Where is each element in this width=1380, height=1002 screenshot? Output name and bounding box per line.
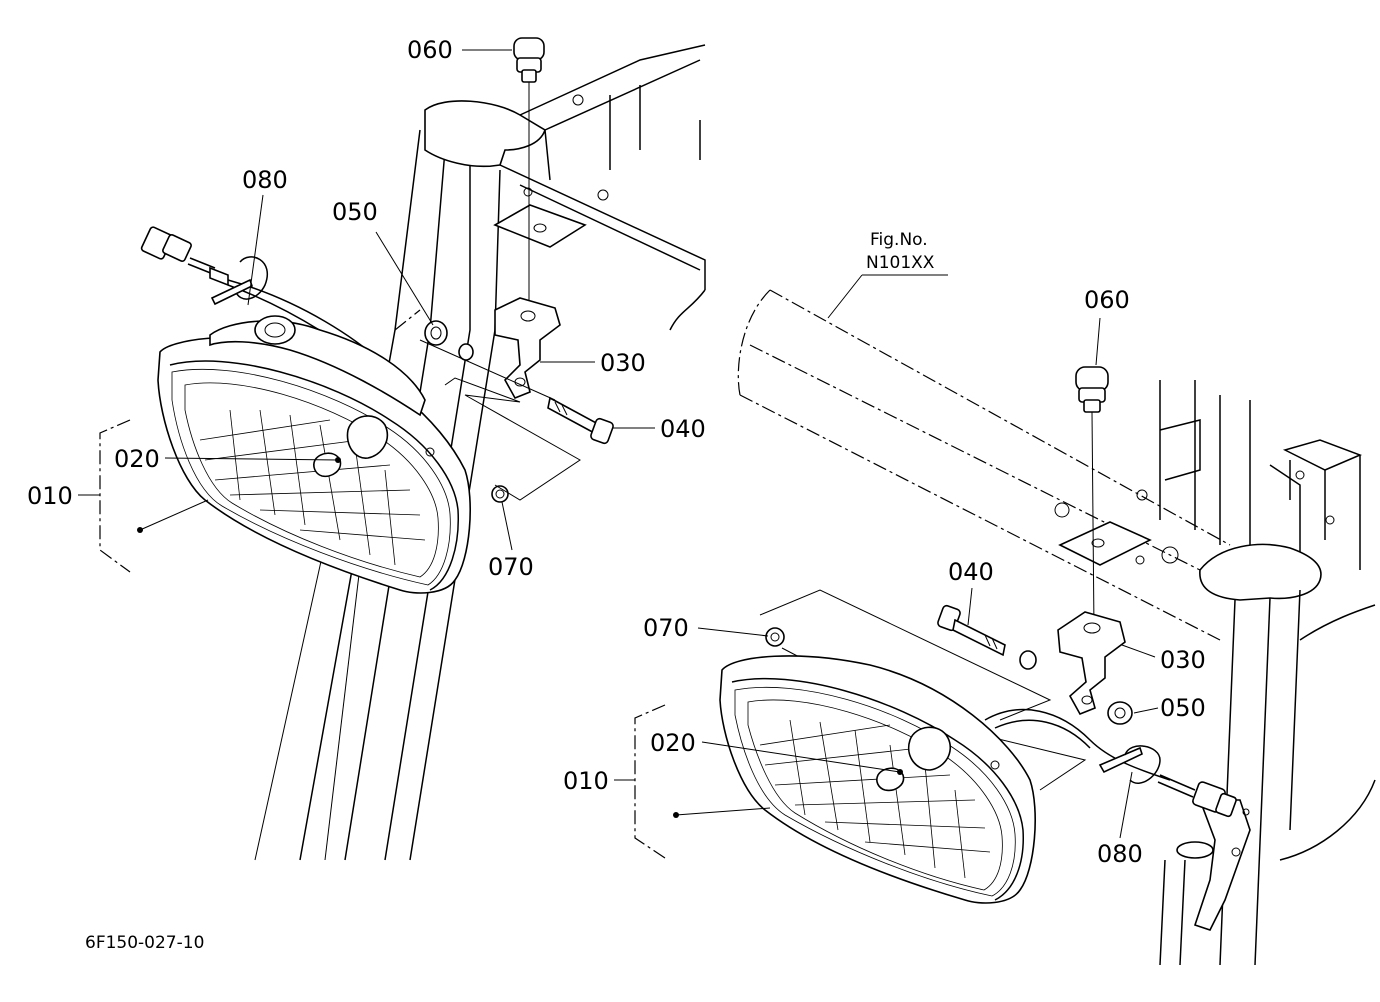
right-label-070: 070 xyxy=(643,614,689,642)
right-label-060: 060 xyxy=(1084,286,1130,314)
right-knob-060 xyxy=(1075,366,1109,631)
left-label-080: 080 xyxy=(242,166,288,194)
left-label-030: 030 xyxy=(600,349,646,377)
right-washer-070 xyxy=(765,627,785,647)
fig-no-value: N101XX xyxy=(866,253,935,273)
left-label-050: 050 xyxy=(332,198,378,226)
right-label-050: 050 xyxy=(1160,694,1206,722)
right-bracket-030 xyxy=(1057,611,1126,716)
right-pillar xyxy=(1159,589,1301,966)
left-pillar-cap xyxy=(424,100,546,168)
right-label-010: 010 xyxy=(563,767,609,795)
right-bulb-020 xyxy=(876,726,952,792)
right-cab-frame xyxy=(1159,380,1376,861)
right-label-030: 030 xyxy=(1160,646,1206,674)
right-label-080: 080 xyxy=(1097,840,1143,868)
fig-no-label: Fig.No. xyxy=(870,230,928,250)
left-label-070: 070 xyxy=(488,553,534,581)
left-label-060: 060 xyxy=(407,36,453,64)
fig-no-callout: Fig.No. N101XX xyxy=(827,230,948,319)
left-bulb-020 xyxy=(313,415,389,478)
right-lamp-010 xyxy=(719,655,1036,904)
left-label-020: 020 xyxy=(114,445,160,473)
right-pillar-cap xyxy=(1199,543,1322,601)
left-leaders xyxy=(78,49,655,573)
left-knob-060 xyxy=(513,37,545,305)
right-bolt-040 xyxy=(937,604,1006,657)
right-assembly: Fig.No. N101XX xyxy=(563,230,1376,966)
left-bolt-040 xyxy=(547,396,614,445)
right-beam xyxy=(737,289,1241,641)
left-label-040: 040 xyxy=(660,415,706,443)
right-nut-050 xyxy=(1107,701,1133,725)
right-label-020: 020 xyxy=(650,729,696,757)
left-assembly: 060 080 050 030 040 020 010 070 xyxy=(27,36,706,861)
right-harness-080 xyxy=(984,708,1237,818)
left-nut-050 xyxy=(424,320,474,361)
right-label-040: 040 xyxy=(948,558,994,586)
left-lamp-010 xyxy=(157,315,471,594)
left-mount-plate xyxy=(493,204,587,248)
left-beam xyxy=(499,44,706,331)
drawing-code: 6F150-027-10 xyxy=(85,933,204,953)
left-bracket-030 xyxy=(494,297,561,400)
right-leaders xyxy=(614,317,1159,859)
left-label-010: 010 xyxy=(27,482,73,510)
